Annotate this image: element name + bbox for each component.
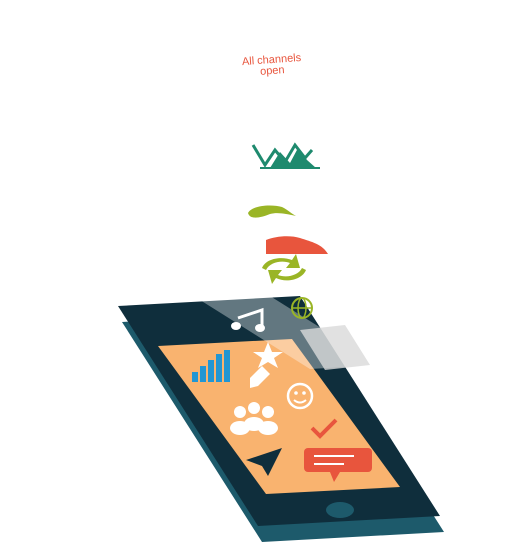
bar-chart-icon: [192, 350, 230, 382]
paper-plane-icon: [246, 448, 282, 476]
star-pencil-icon: [250, 342, 283, 388]
chart-trend-icon: [251, 142, 320, 169]
chat-bubble-icon: [304, 448, 372, 482]
recycle-icon: [262, 254, 306, 284]
home-button[interactable]: [326, 502, 354, 518]
globe-icon: [291, 297, 313, 319]
checkmark-icon: [310, 418, 338, 439]
red-shoe-icon: [266, 236, 328, 254]
music-note-icon: [231, 307, 265, 332]
people-icon: [230, 402, 278, 435]
green-blob-icon: [248, 205, 296, 218]
smiley-icon: [286, 382, 314, 410]
